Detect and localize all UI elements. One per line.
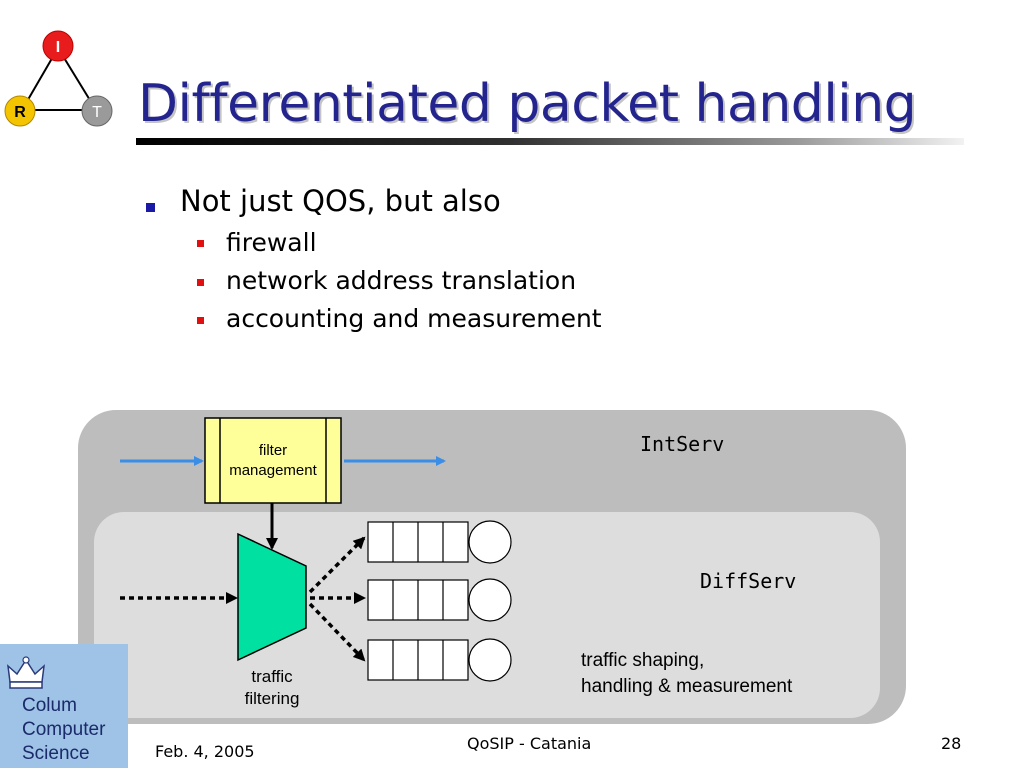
crown-icon xyxy=(7,656,45,689)
logo-label-i: I xyxy=(56,39,60,56)
queue-middle xyxy=(367,578,512,622)
cu-line-3: Science xyxy=(22,743,90,764)
diffserv-label: DiffServ xyxy=(700,569,797,593)
logo-label-t: T xyxy=(92,104,102,121)
sub-bullet-marker xyxy=(197,240,204,247)
title-underline xyxy=(136,138,964,145)
traffic-classifier xyxy=(237,532,307,662)
queue-top xyxy=(367,520,512,564)
sub-bullet-marker xyxy=(197,317,204,324)
slide-title: Differentiated packet handling xyxy=(138,74,917,134)
cu-line-2: Computer xyxy=(22,719,106,740)
columbia-logo xyxy=(0,644,128,768)
footer-title: QoSIP - Catania xyxy=(467,734,592,753)
logo-label-r: R xyxy=(14,104,26,121)
dotted-arrow-top xyxy=(308,536,366,594)
sub-bullet-nat: network address translation xyxy=(226,266,577,295)
dotted-arrow-bottom xyxy=(308,602,366,662)
sub-bullet-accounting: accounting and measurement xyxy=(226,304,602,333)
logo-node-i xyxy=(42,30,74,62)
cu-line-1: Colum xyxy=(22,695,77,716)
bullet-main: Not just QOS, but also xyxy=(180,184,501,218)
traffic-shaping-label: traffic shaping, handling & measurement xyxy=(581,650,793,697)
irt-logo: I R T xyxy=(4,30,113,127)
columbia-cs-text: Colum Computer Science xyxy=(22,694,105,766)
sub-bullet-firewall: firewall xyxy=(226,228,317,257)
footer-date: Feb. 4, 2005 xyxy=(155,742,255,761)
logo-node-r xyxy=(4,95,36,127)
traffic-filtering-label: traffic filtering xyxy=(244,667,300,708)
logo-node-t xyxy=(81,95,113,127)
bullet-marker xyxy=(146,203,155,212)
sub-bullet-marker xyxy=(197,279,204,286)
queue-bottom xyxy=(367,638,512,682)
filter-management-box xyxy=(204,417,342,504)
filter-management-label: filter management xyxy=(229,442,317,479)
slide-number: 28 xyxy=(941,734,962,753)
intserv-label: IntServ xyxy=(640,432,725,456)
